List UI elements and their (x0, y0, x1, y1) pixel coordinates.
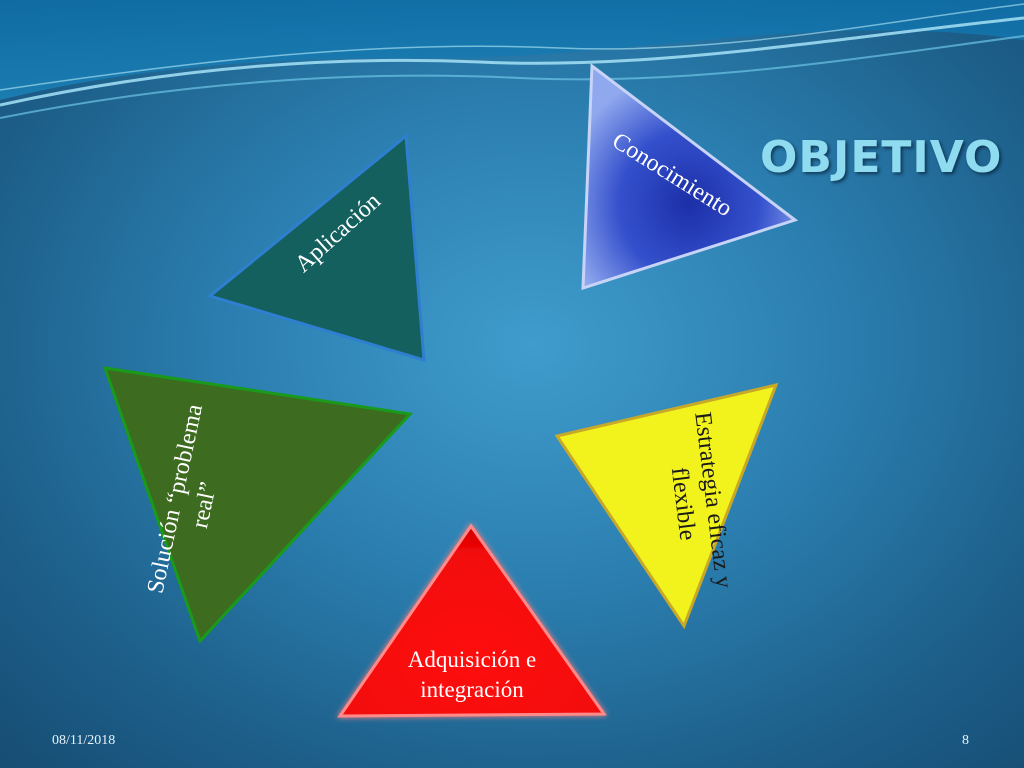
triangle-aplicacion (206, 133, 426, 363)
wave-line (0, 3, 1024, 91)
slide-title: OBJETIVO (760, 132, 1003, 183)
footer-date: 08/11/2018 (52, 733, 116, 748)
wave-band (0, 0, 1024, 100)
triangle-adquisicion (337, 523, 607, 718)
wave-line (0, 35, 1024, 119)
triangle-estrategia (554, 382, 779, 630)
footer-page-number: 8 (962, 733, 969, 748)
triangle-solucion (102, 366, 414, 644)
wave-line (0, 16, 1024, 107)
triangle-conocimiento (581, 63, 799, 291)
